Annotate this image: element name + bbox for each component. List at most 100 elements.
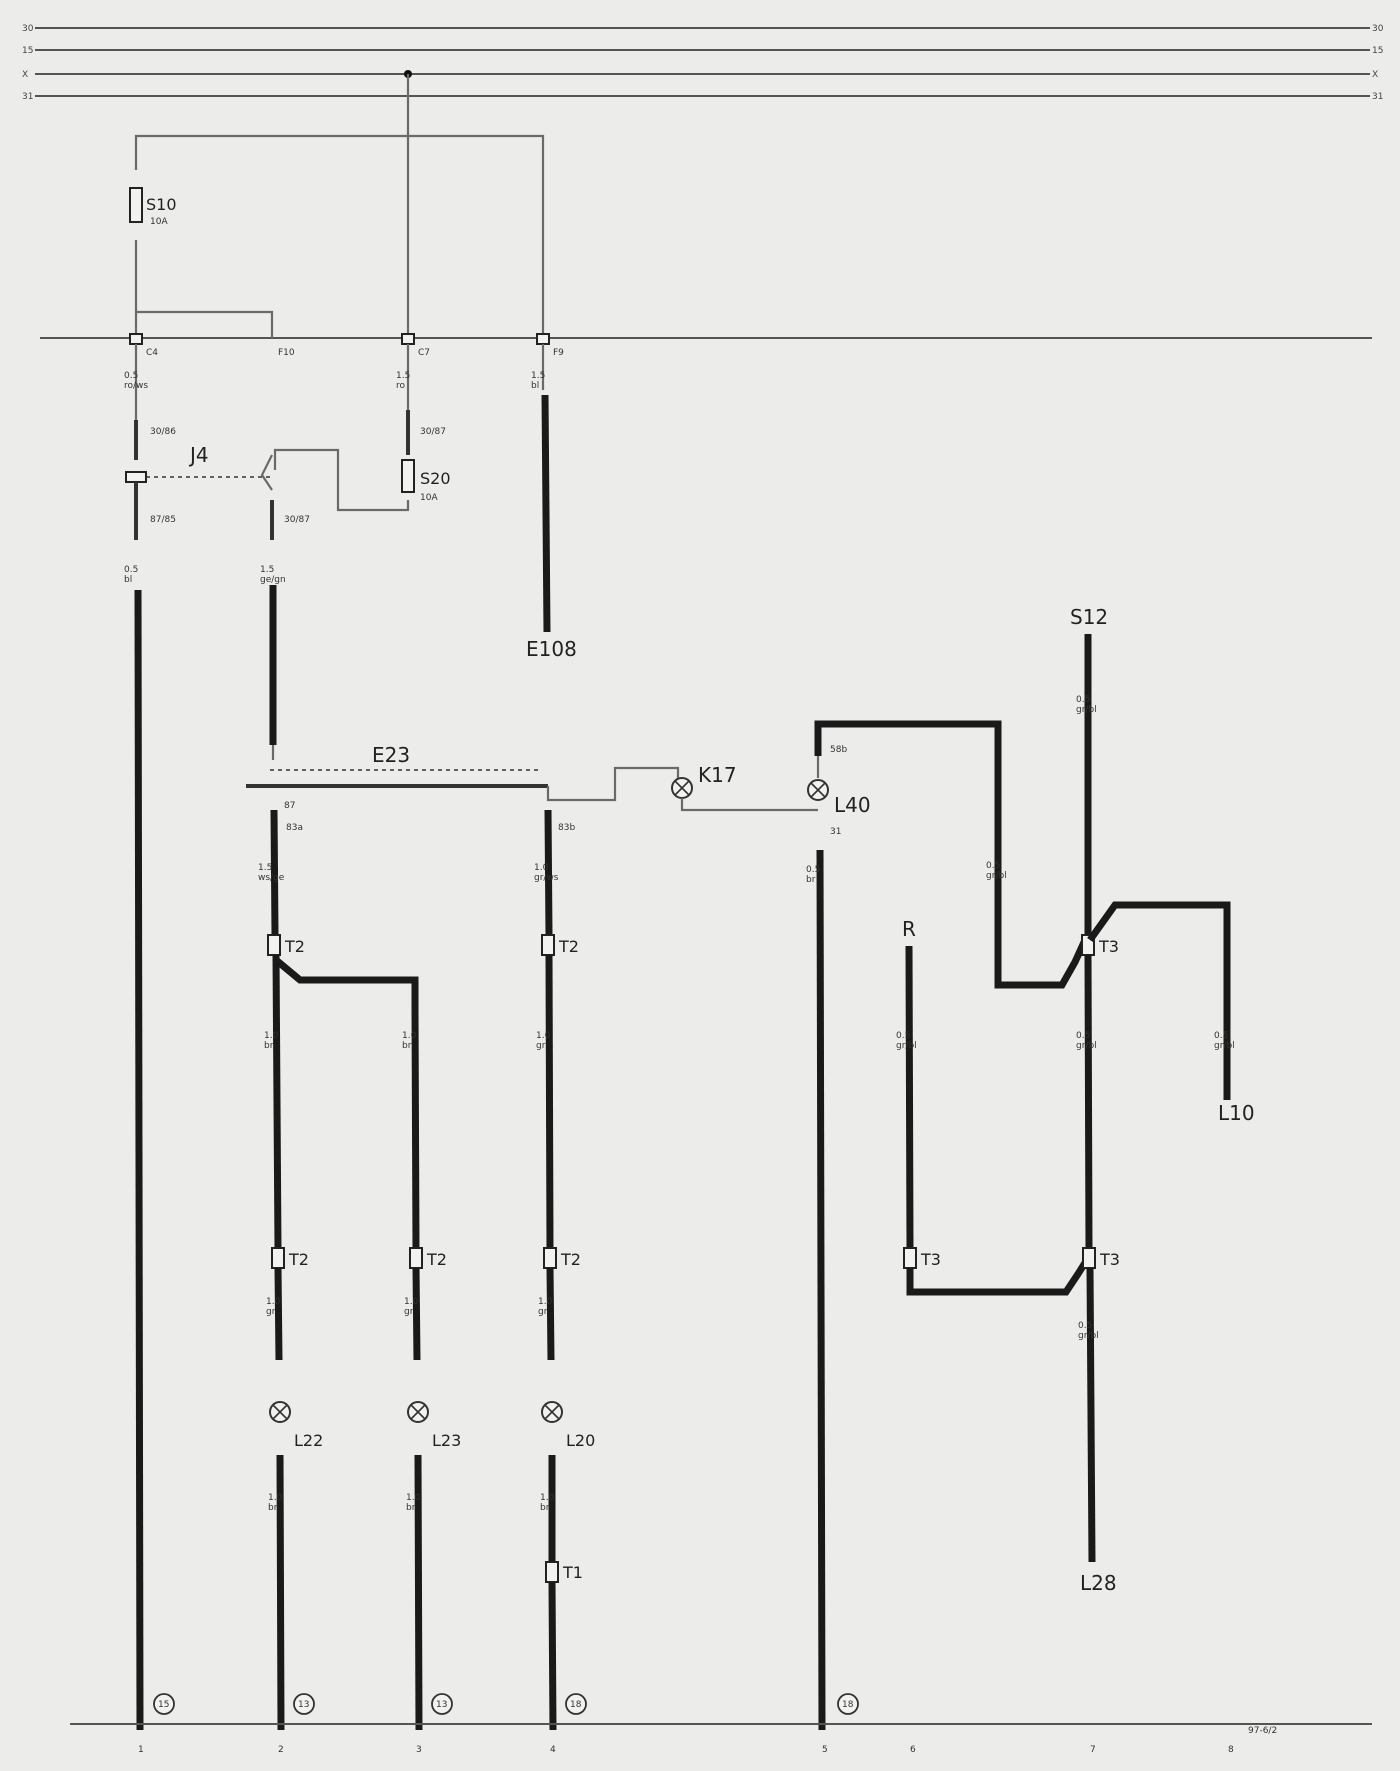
circle-ref-5	[837, 1693, 859, 1715]
connector-t3-c7-label: T3	[1098, 937, 1119, 956]
wire-s20-to-j4	[273, 448, 410, 512]
column-numbers: 1 2 3 4 5 6 7 8 97-6/2	[138, 1726, 1277, 1755]
column-number-8: 8	[1228, 1745, 1234, 1755]
wire-l40-top-loop	[814, 720, 1089, 989]
wire-c7-to-c8	[1087, 901, 1231, 1100]
terminal-f9-label: F9	[553, 348, 564, 358]
terminal-87-85: 87/85	[150, 515, 176, 525]
circle-ref-3-text: 13	[436, 1700, 447, 1710]
column-number-1: 1	[138, 1745, 144, 1755]
bulb-l22-x2	[272, 1404, 288, 1420]
upper-wiring	[134, 74, 545, 512]
column-number-5: 5	[822, 1745, 828, 1755]
bulb-l23-x2	[410, 1404, 426, 1420]
connector-t1-c4	[545, 1561, 559, 1583]
terminal-31: 31	[830, 827, 841, 837]
wire-c3-b	[412, 1267, 421, 1361]
rail-label-right-15: 15	[1372, 46, 1383, 56]
wire-c2-branch	[273, 957, 419, 1010]
terminal-87: 87	[284, 801, 295, 811]
bulb-l20-label: L20	[566, 1431, 595, 1450]
lamp-k17-label: K17	[698, 763, 737, 787]
wire-c2-b1	[274, 1267, 283, 1361]
column-number-2: 2	[278, 1745, 284, 1755]
footer-code: 97-6/2	[1248, 1726, 1277, 1736]
circle-ref-4-text: 18	[570, 1700, 582, 1710]
wire-k17-l40	[680, 798, 818, 812]
circle-ref-1-text: 15	[158, 1700, 169, 1710]
connector-t2-c2b-label: T2	[288, 1250, 309, 1269]
rail-label-left-15: 15	[22, 46, 33, 56]
wire-c4-to-f10	[136, 310, 274, 338]
wire-c2-b2	[276, 1454, 285, 1731]
wire-e108	[541, 394, 551, 633]
wire-c2-mid	[270, 809, 279, 936]
connector-t2-c3-label: T2	[426, 1250, 447, 1269]
wire-c7-mid	[1084, 954, 1093, 1251]
fuse-s10: S10 10A	[129, 187, 177, 227]
column-number-6: 6	[910, 1745, 916, 1755]
connector-t2-c4b-label: T2	[560, 1250, 581, 1269]
wire-c4-mid	[544, 809, 553, 936]
terminal-30-87b: 30/87	[420, 427, 446, 437]
column-number-7: 7	[1090, 1745, 1096, 1755]
fuse-s10-label: S10	[146, 195, 177, 214]
terminal-c4-box	[129, 333, 143, 345]
bulb-l22-label: L22	[294, 1431, 323, 1450]
terminal-c4-label: C4	[146, 348, 158, 358]
circle-ref-5-text: 18	[842, 1700, 854, 1710]
fuse-s10-rating: 10A	[150, 217, 168, 227]
rail-label-left-x: X	[22, 70, 28, 80]
wire-c6-to-c7	[906, 1256, 1091, 1296]
terminal-f9-box	[536, 333, 550, 345]
connector-t2-c4b	[543, 1247, 557, 1269]
relay-j4-coil	[125, 471, 147, 483]
relay-j4-label: J4	[188, 443, 209, 467]
fuse-s20-rating: 10A	[420, 493, 438, 503]
component-e108-label: E108	[526, 637, 577, 661]
terminal-f10-label: F10	[278, 348, 295, 358]
fuse-s20-body	[401, 459, 415, 493]
circle-ref-3	[431, 1693, 453, 1715]
circle-references: 15 13 13 18 18	[153, 1693, 859, 1715]
bulb-l40-x2	[810, 782, 826, 798]
lamp-k17: K17	[671, 763, 818, 812]
connector-t1-c4-label: T1	[562, 1563, 583, 1582]
lamp-l10-label: L10	[1218, 1101, 1255, 1125]
wire-c3-upper	[411, 1009, 420, 1251]
switch-e23: E23 87	[246, 743, 548, 811]
fuse-s20-label: S20	[420, 469, 451, 488]
terminal-58b: 58b	[830, 745, 847, 755]
connector-t2-c4	[541, 934, 555, 956]
connector-t2-c4-label: T2	[558, 937, 579, 956]
component-r-label: R	[902, 917, 916, 941]
wire-c1-main	[134, 589, 144, 1731]
wire-c7-low	[1086, 1267, 1096, 1563]
rail-label-left-31: 31	[22, 92, 33, 102]
wire-c4-b1	[546, 1267, 555, 1361]
terminal-83a: 83a	[286, 823, 303, 833]
switch-e23-label: E23	[372, 743, 410, 767]
connector-t2-c2	[267, 934, 281, 956]
connector-t3-c6-label: T3	[920, 1250, 941, 1269]
